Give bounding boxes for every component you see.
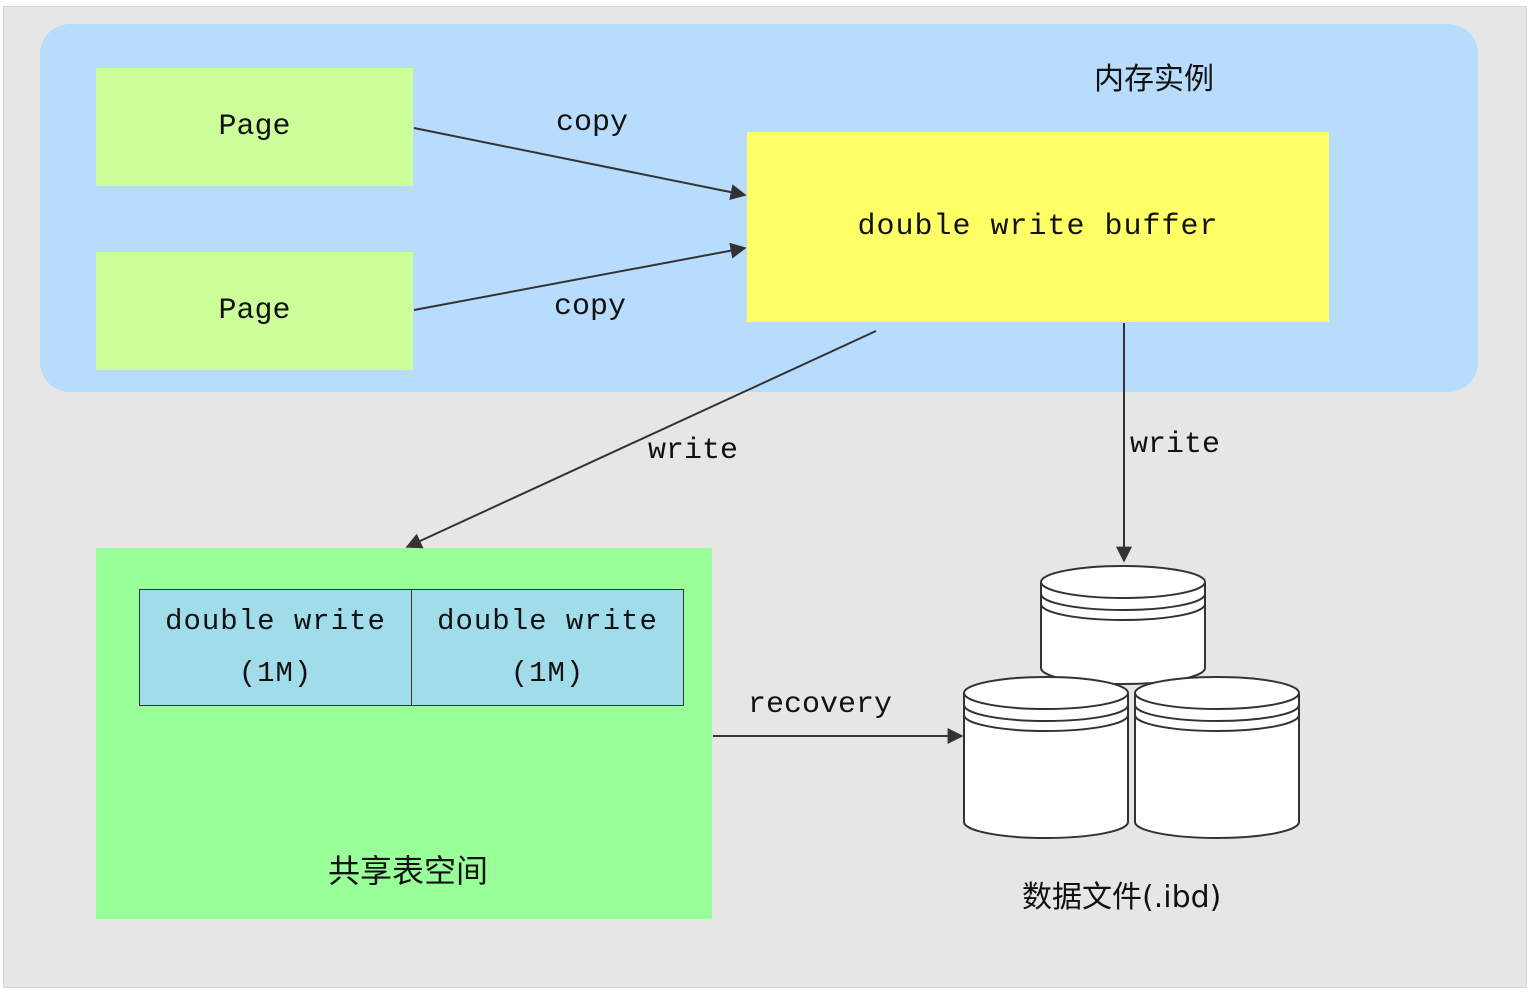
write-label-datafiles: write bbox=[1130, 428, 1221, 462]
segment-2-name: double write bbox=[437, 604, 658, 638]
database-cylinder-left bbox=[963, 676, 1129, 839]
recovery-label: recovery bbox=[748, 688, 893, 722]
copy-arrow-top bbox=[413, 127, 747, 200]
segment-1-size: (1M) bbox=[238, 656, 313, 690]
segment-1-name: double write bbox=[165, 604, 386, 638]
page-box-1: Page bbox=[96, 68, 413, 186]
write-label-shared: write bbox=[648, 434, 739, 468]
double-write-buffer-box: double write buffer bbox=[747, 132, 1329, 322]
write-arrow-shared bbox=[405, 330, 877, 549]
double-write-segments: double write (1M) double write (1M) bbox=[139, 589, 684, 706]
page-label-1: Page bbox=[218, 110, 291, 144]
page-label-2: Page bbox=[218, 294, 291, 328]
database-cylinder-right bbox=[1134, 676, 1300, 839]
shared-tablespace-label: 共享表空间 bbox=[328, 852, 489, 890]
copy-label-bottom: copy bbox=[554, 290, 627, 324]
copy-label-top: copy bbox=[556, 106, 629, 140]
page-box-2: Page bbox=[96, 252, 413, 370]
double-write-segment-2: double write (1M) bbox=[411, 590, 683, 705]
double-write-buffer-label: double write buffer bbox=[857, 210, 1219, 244]
segment-2-size: (1M) bbox=[510, 656, 585, 690]
double-write-segment-1: double write (1M) bbox=[140, 590, 411, 705]
copy-arrow-bottom bbox=[413, 242, 747, 311]
data-files-label: 数据文件(.ibd) bbox=[1022, 880, 1222, 915]
database-cylinder-top bbox=[1040, 565, 1206, 685]
memory-instance-label: 内存实例 bbox=[1094, 62, 1214, 97]
